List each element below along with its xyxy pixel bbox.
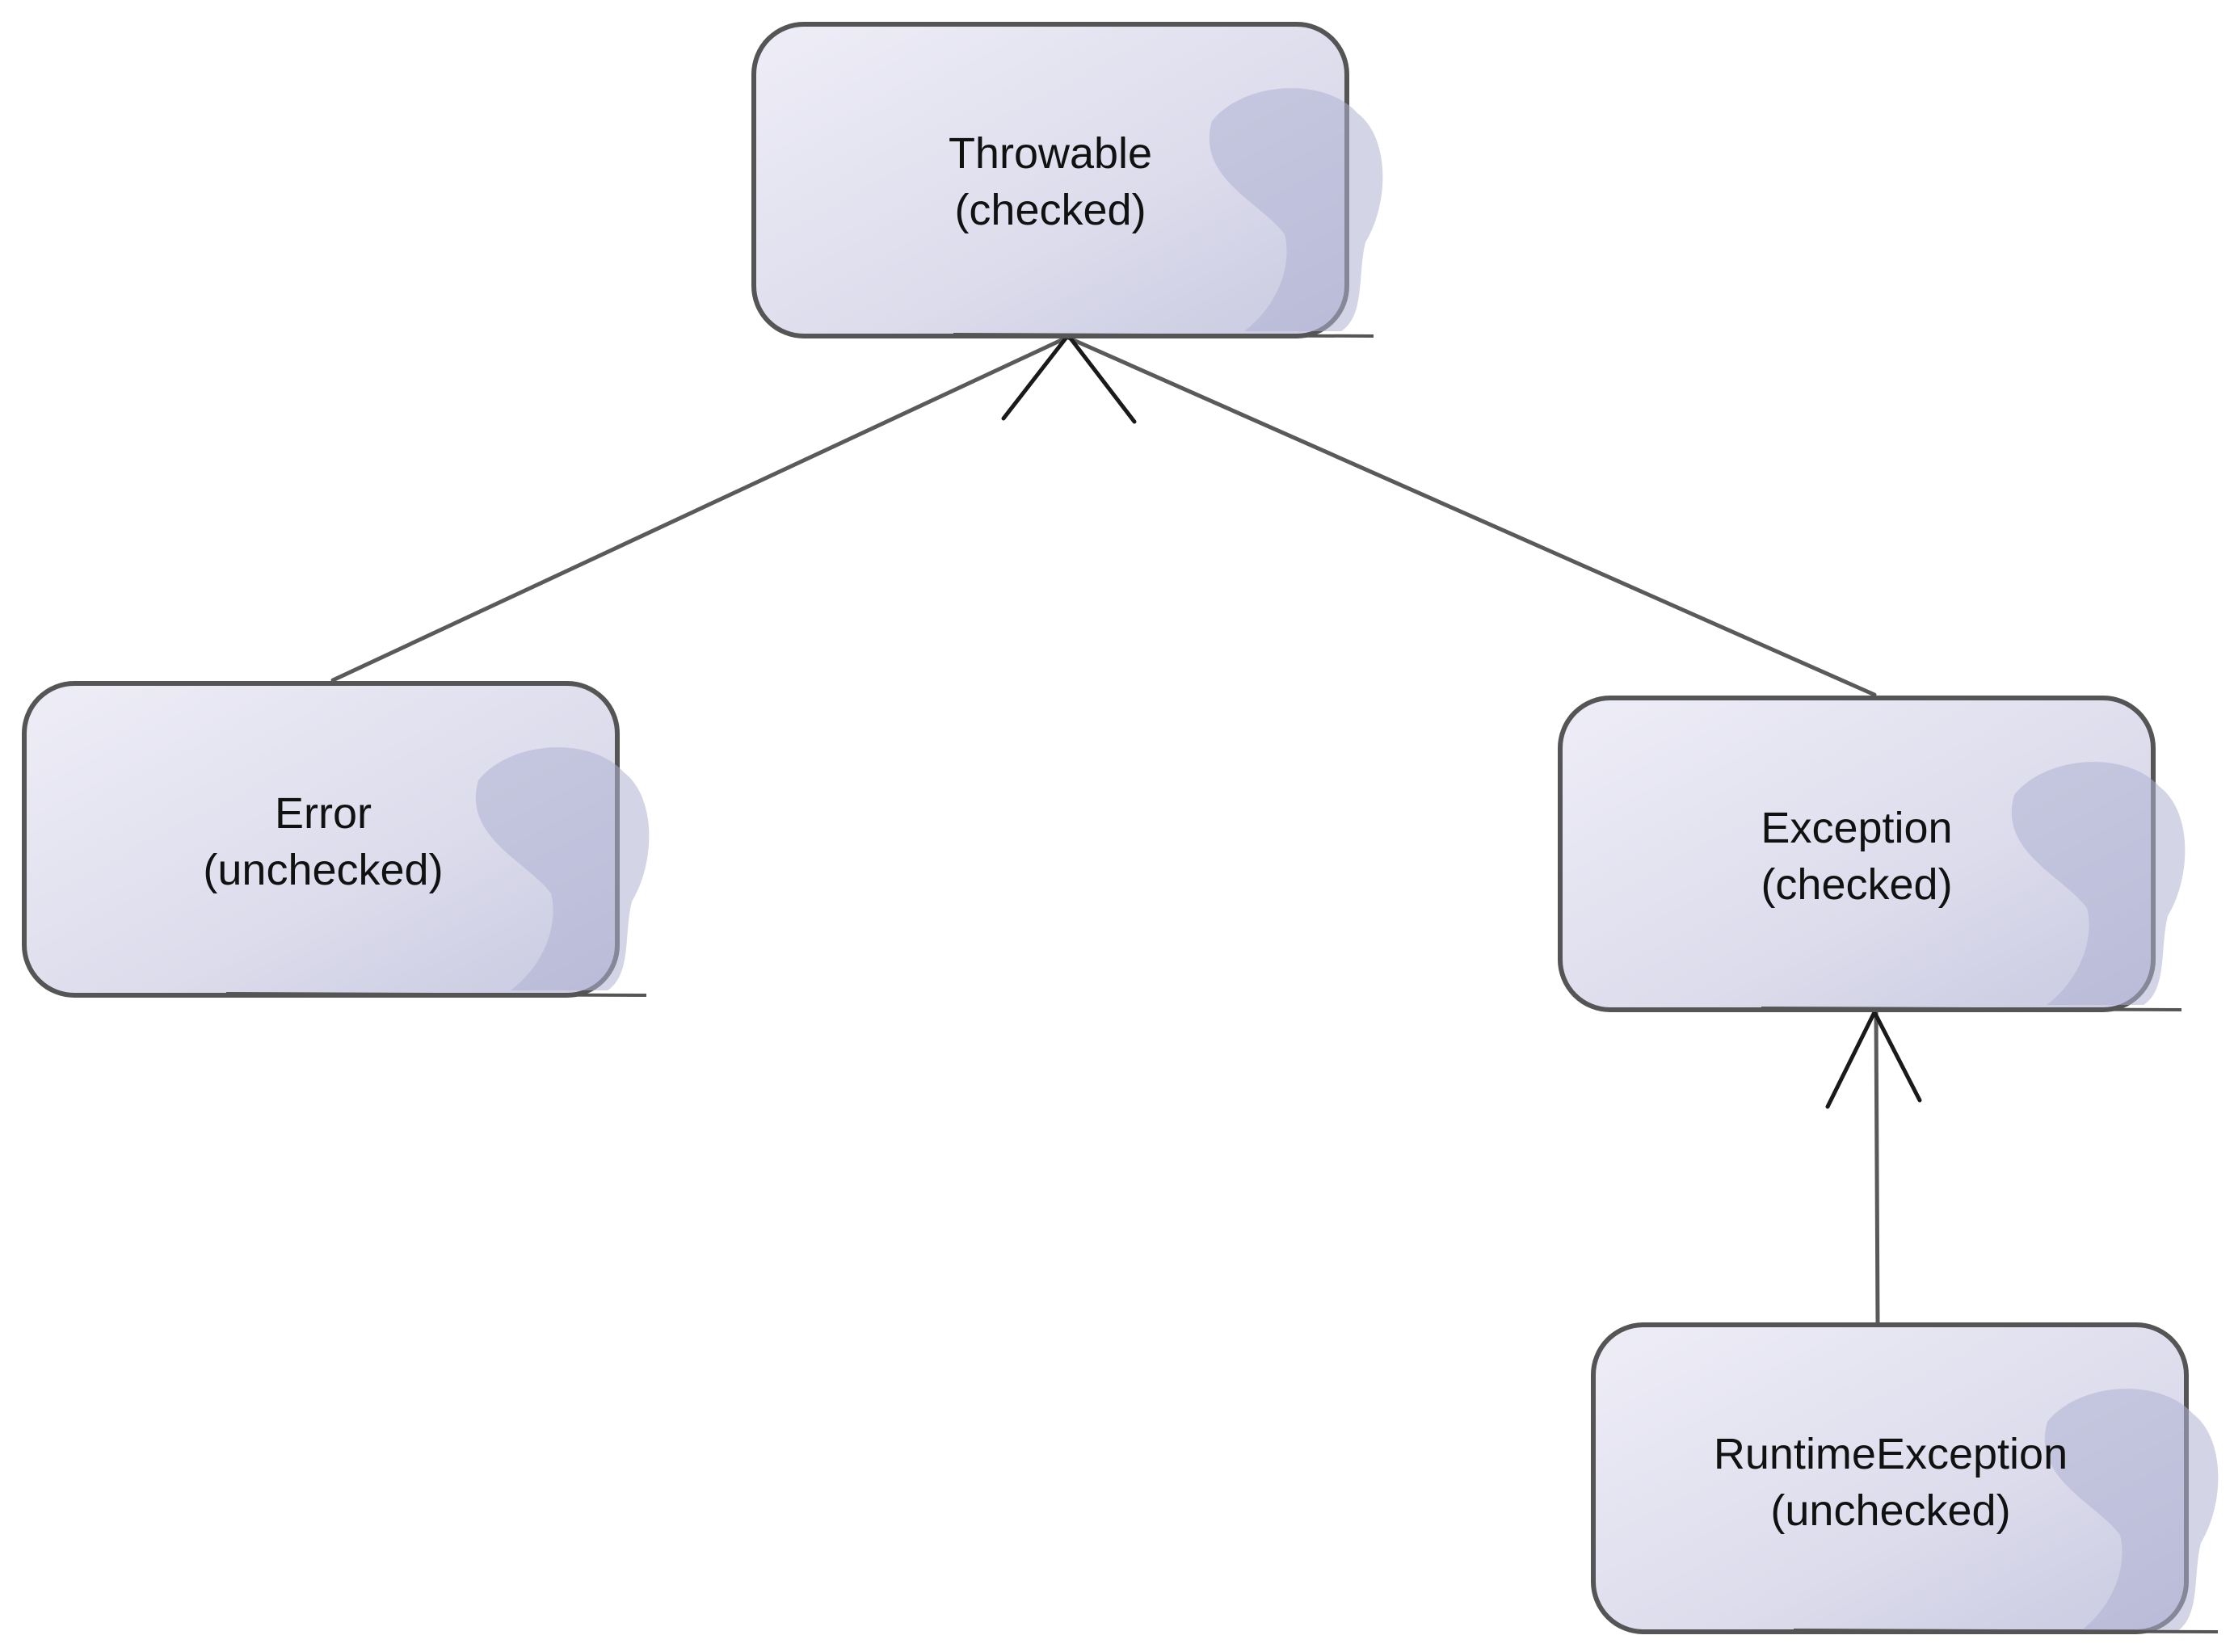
inheritance-arrowhead-exception xyxy=(1825,1010,1922,1109)
node-exception-baseline xyxy=(1761,1007,2182,1011)
node-runtime-exception-baseline xyxy=(1793,1629,2219,1633)
edges xyxy=(330,335,1880,1326)
node-error-name: Error xyxy=(275,789,372,838)
node-throwable-name: Throwable xyxy=(949,129,1152,178)
node-error-shading xyxy=(475,747,650,990)
node-exception-name: Exception xyxy=(1761,804,1952,852)
node-throwable-baseline xyxy=(953,333,1374,338)
edge-error-to-throwable xyxy=(330,335,1069,683)
node-error-kind: (unchecked) xyxy=(203,846,443,894)
node-throwable-shading xyxy=(1209,88,1383,332)
node-runtime-exception-name: RuntimeException xyxy=(1714,1430,2068,1478)
node-runtime-exception-shading xyxy=(2044,1389,2219,1632)
node-throwable: Throwable (checked) xyxy=(751,22,1383,338)
node-runtime-exception: RuntimeException (unchecked) xyxy=(1591,1322,2219,1634)
node-throwable-kind: (checked) xyxy=(954,186,1146,234)
edge-runtime-to-exception xyxy=(1874,1007,1880,1326)
node-exception: Exception (checked) xyxy=(1558,696,2186,1012)
node-error: Error (unchecked) xyxy=(22,681,650,998)
node-exception-shading xyxy=(2011,762,2186,1005)
inheritance-arrowhead-throwable xyxy=(1001,333,1137,424)
node-runtime-exception-kind: (unchecked) xyxy=(1770,1486,2010,1535)
node-error-baseline xyxy=(225,992,647,997)
edge-exception-to-throwable xyxy=(1066,335,1877,697)
node-exception-kind: (checked) xyxy=(1761,860,1952,909)
